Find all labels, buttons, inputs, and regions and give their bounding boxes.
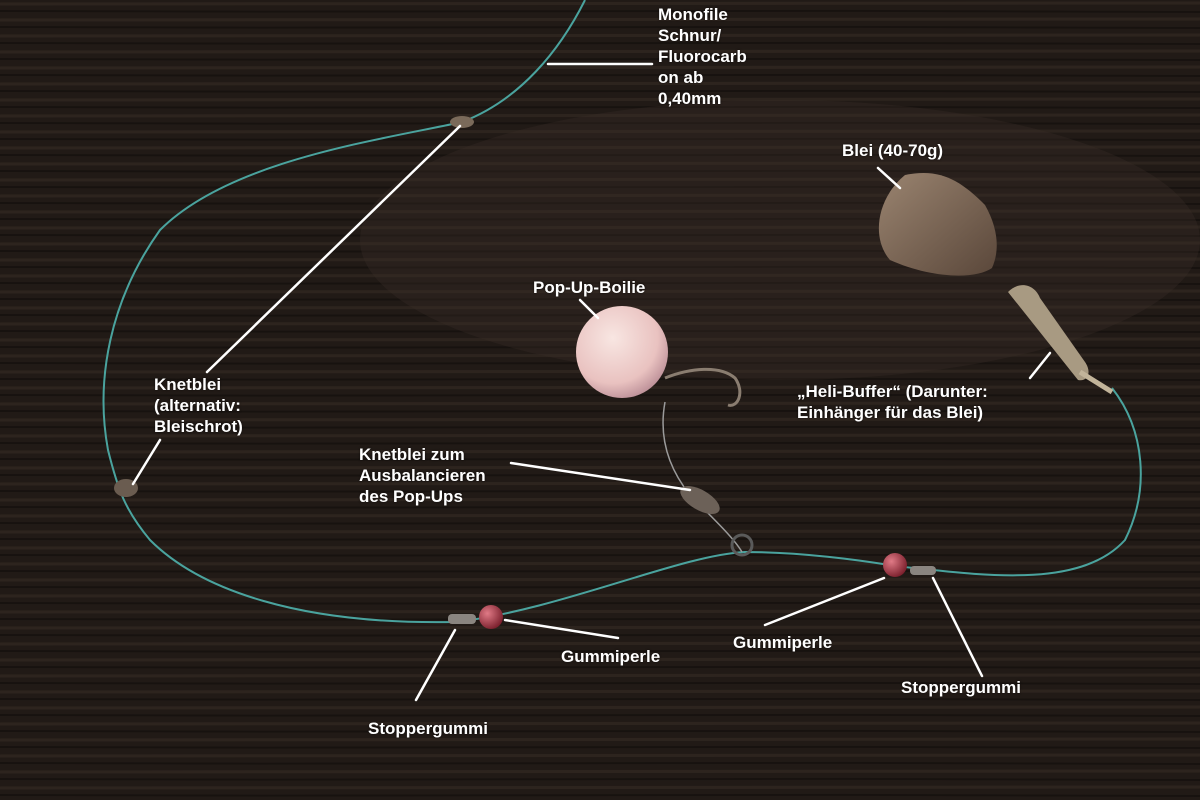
swivel-ring — [730, 533, 754, 557]
putty-weight-top — [450, 116, 474, 128]
pop-up-boilie — [576, 306, 668, 398]
rubber-bead-right — [883, 553, 907, 577]
label-mono-line: Monofile Schnur/ Fluorocarb on ab 0,40mm — [658, 5, 747, 108]
rubber-bead-left — [479, 605, 503, 629]
stopper-rubber-right — [910, 566, 936, 575]
heli-buffer — [1008, 285, 1089, 381]
fishing-line — [102, 0, 1142, 624]
label-putty-balance: Knetblei zum Ausbalancieren des Pop-Ups — [359, 445, 486, 506]
label-stopper-right: Stoppergummi — [901, 678, 1021, 697]
label-stopper-left: Stoppergummi — [368, 719, 488, 738]
label-putty-alternative: Knetblei (alternativ: Bleischrot) — [154, 375, 243, 436]
label-pop-up-boilie: Pop-Up-Boilie — [533, 278, 646, 297]
leader-lines — [131, 62, 1052, 702]
label-rubber-bead-right: Gummiperle — [733, 633, 833, 652]
lead-weight — [878, 173, 997, 276]
stopper-rubber-left — [448, 614, 476, 624]
label-heli-buffer: „Heli-Buffer“ (Darunter: Einhänger für d… — [797, 382, 988, 422]
putty-weight-hooklink — [680, 486, 720, 514]
label-lead-weight: Blei (40-70g) — [842, 141, 944, 160]
hook — [664, 367, 742, 407]
label-rubber-bead-left: Gummiperle — [561, 647, 661, 666]
